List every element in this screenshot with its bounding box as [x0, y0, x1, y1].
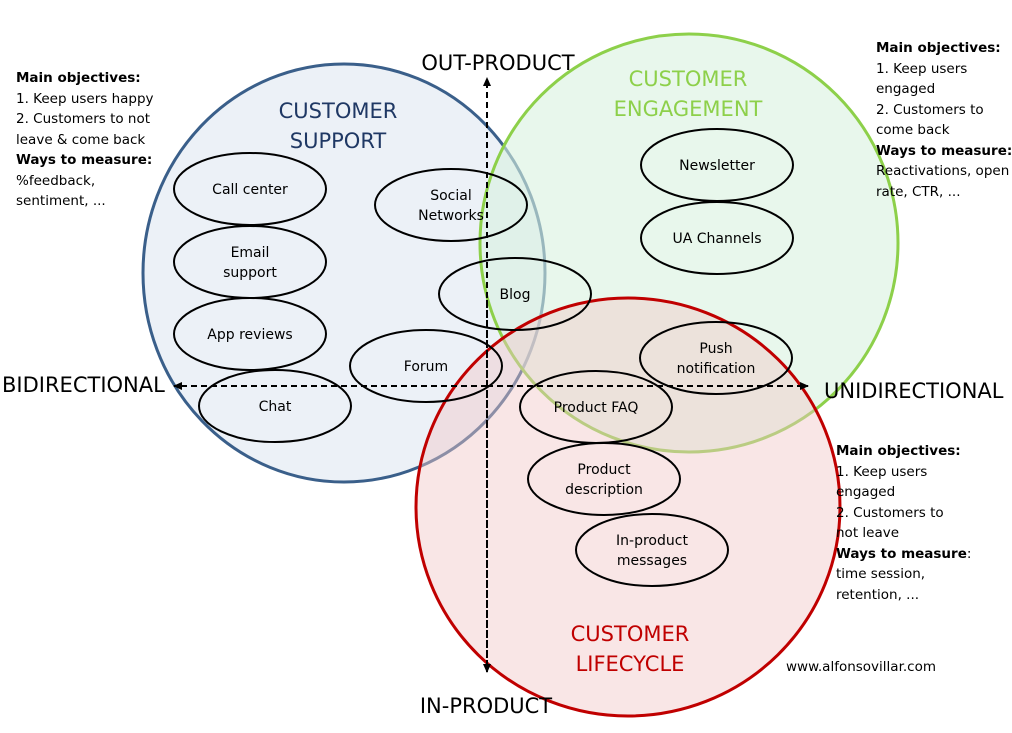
- axis-label-unidirectional: UNIDIRECTIONAL: [824, 379, 1004, 403]
- customer-support-notes: Main objectives: 1. Keep users happy 2. …: [16, 68, 154, 212]
- channel-label: description: [565, 482, 643, 498]
- customer-support-title-line1: CUSTOMER: [279, 99, 398, 123]
- lifecycle-objective-line: engaged: [836, 484, 896, 500]
- support-objective-line: leave & come back: [16, 131, 146, 148]
- channel-label: Call center: [212, 182, 288, 198]
- support-objectives-heading: Main objectives:: [16, 70, 141, 86]
- channel-ellipse: [438, 257, 592, 331]
- channel-label: Forum: [404, 359, 448, 375]
- customer-lifecycle-title-line1: CUSTOMER: [571, 622, 690, 646]
- channel-ellipse: [198, 369, 352, 443]
- channel-blog: Blog: [438, 257, 592, 331]
- axis-label-out-product: OUT-PRODUCT: [421, 51, 574, 75]
- channel-ua-channels: UA Channels: [640, 201, 794, 275]
- lifecycle-measure-heading: Ways to measure: [836, 545, 967, 562]
- lifecycle-objective-line: 1. Keep users: [836, 463, 928, 480]
- lifecycle-measure-line: retention, ...: [836, 586, 920, 603]
- support-objective-line: 1. Keep users happy: [16, 90, 154, 107]
- channel-ellipse: [173, 297, 327, 371]
- channel-label: Email: [231, 245, 270, 261]
- channel-ellipse: [640, 201, 794, 275]
- channel-label: notification: [677, 361, 756, 377]
- channel-label: support: [223, 265, 277, 281]
- channel-label: messages: [617, 553, 687, 569]
- support-measure-line: %feedback,: [16, 172, 96, 189]
- customer-engagement-title-line2: ENGAGEMENT: [614, 97, 763, 121]
- customer-support-title-line2: SUPPORT: [290, 129, 387, 153]
- channel-label: App reviews: [207, 327, 292, 343]
- channel-in-product-messages: In-product messages: [575, 513, 729, 587]
- lifecycle-measure-colon: :: [966, 545, 972, 562]
- channel-email-support: Email support: [173, 225, 327, 299]
- customer-lifecycle-notes: Main objectives: 1. Keep users engaged 2…: [836, 441, 971, 605]
- engagement-objective-line: engaged: [876, 81, 936, 97]
- channel-label: Networks: [418, 208, 484, 224]
- engagement-objective-line: 1. Keep users: [876, 60, 968, 77]
- channel-ellipse: [639, 321, 793, 395]
- channel-label: Blog: [500, 287, 531, 303]
- customer-engagement-circle: [478, 32, 900, 454]
- channel-label: Newsletter: [679, 158, 755, 174]
- customer-engagement-notes: Main objectives: 1. Keep users engaged 2…: [876, 38, 1012, 202]
- engagement-objective-line: come back: [876, 122, 950, 138]
- channel-label: Product FAQ: [554, 400, 639, 416]
- channel-ellipse: [374, 168, 528, 242]
- customer-lifecycle-circle: [414, 296, 842, 718]
- channel-forum: Forum: [349, 329, 503, 403]
- lifecycle-measure-heading-row: Ways to measure:: [836, 544, 971, 565]
- engagement-measure-heading: Ways to measure:: [876, 142, 1012, 159]
- engagement-objectives-heading: Main objectives:: [876, 40, 1001, 56]
- axis-label-in-product: IN-PRODUCT: [420, 694, 552, 718]
- channel-label: UA Channels: [672, 231, 761, 247]
- engagement-measure-line: Reactivations, open: [876, 163, 1010, 179]
- channel-app-reviews: App reviews: [173, 297, 327, 371]
- support-measure-heading: Ways to measure:: [16, 152, 153, 168]
- channel-label: Product: [577, 462, 631, 478]
- channel-push-notification: Push notification: [639, 321, 793, 395]
- support-measure-line: sentiment, ...: [16, 193, 106, 209]
- engagement-objective-line: 2. Customers to: [876, 101, 984, 118]
- channel-chat: Chat: [198, 369, 352, 443]
- channel-label: Push: [699, 341, 732, 357]
- lifecycle-objective-line: not leave: [836, 525, 900, 541]
- website-credit: www.alfonsovillar.com: [786, 659, 937, 675]
- channel-label: Chat: [259, 399, 292, 415]
- lifecycle-objectives-heading: Main objectives:: [836, 443, 961, 459]
- axis-label-bidirectional: BIDIRECTIONAL: [2, 373, 165, 397]
- channel-ellipse: [349, 329, 503, 403]
- channel-label: In-product: [616, 533, 688, 549]
- channel-product-description: Product description: [527, 442, 681, 516]
- customer-lifecycle-title-line2: LIFECYCLE: [576, 652, 685, 676]
- lifecycle-objective-line: 2. Customers to: [836, 504, 944, 521]
- channel-ellipse: [527, 442, 681, 516]
- channel-label: Social: [430, 188, 472, 204]
- channel-ellipse: [575, 513, 729, 587]
- support-objective-line: 2. Customers to not: [16, 111, 151, 127]
- engagement-measure-line: rate, CTR, ...: [876, 183, 961, 200]
- customer-engagement-title-line1: CUSTOMER: [629, 67, 748, 91]
- lifecycle-measure-line: time session,: [836, 566, 926, 582]
